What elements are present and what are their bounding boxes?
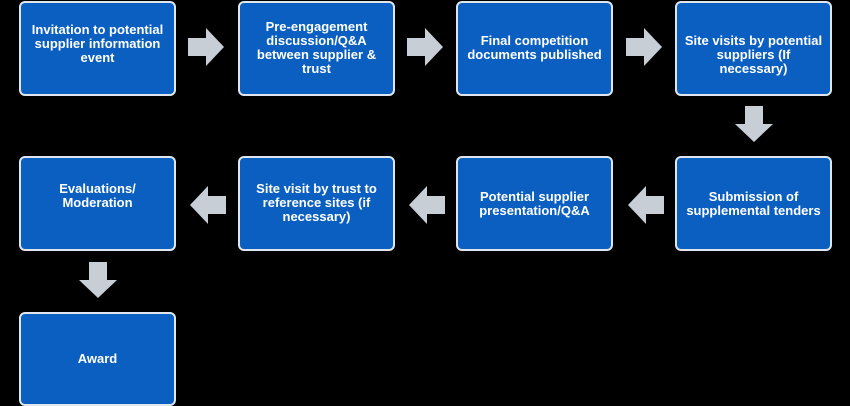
step-pre-engagement-label: Pre-engagement discussion/Q&A between su…	[256, 19, 377, 76]
arrow-right-icon	[188, 28, 224, 66]
arrow-left-icon	[628, 186, 664, 224]
step-invitation-box: Invitation to potential supplier informa…	[19, 1, 176, 96]
step-trust-reference-visit-box: Site visit by trust to reference sites (…	[238, 156, 395, 251]
arrow-right-icon	[626, 28, 662, 66]
step-documents-published-box: Final competition documents published	[456, 1, 613, 96]
step-supplier-site-visits-box: Site visits by potential suppliers (If n…	[675, 1, 832, 96]
arrow-left-icon	[190, 186, 226, 224]
step-supplemental-tenders-box: Submission of supplemental tenders	[675, 156, 832, 251]
step-evaluations-label: Evaluations/ Moderation	[59, 181, 136, 210]
arrow-left-icon	[409, 186, 445, 224]
step-supplier-presentation-box: Potential supplier presentation/Q&A	[456, 156, 613, 251]
step-invitation-label: Invitation to potential supplier informa…	[31, 22, 164, 65]
arrow-right-icon	[407, 28, 443, 66]
step-award-box: Award	[19, 312, 176, 406]
step-supplier-presentation-label: Potential supplier presentation/Q&A	[479, 188, 590, 218]
arrow-down-icon	[79, 262, 117, 298]
step-award-label: Award	[77, 351, 118, 366]
step-supplemental-tenders-label: Submission of supplemental tenders	[686, 188, 821, 218]
arrow-down-icon	[735, 106, 773, 142]
step-supplier-site-visits-label: Site visits by potential suppliers (If n…	[684, 33, 823, 76]
step-documents-published-label: Final competition documents published	[467, 33, 602, 62]
step-evaluations-box: Evaluations/ Moderation	[19, 156, 176, 251]
step-trust-reference-visit-label: Site visit by trust to reference sites (…	[256, 181, 377, 224]
step-pre-engagement-box: Pre-engagement discussion/Q&A between su…	[238, 1, 395, 96]
